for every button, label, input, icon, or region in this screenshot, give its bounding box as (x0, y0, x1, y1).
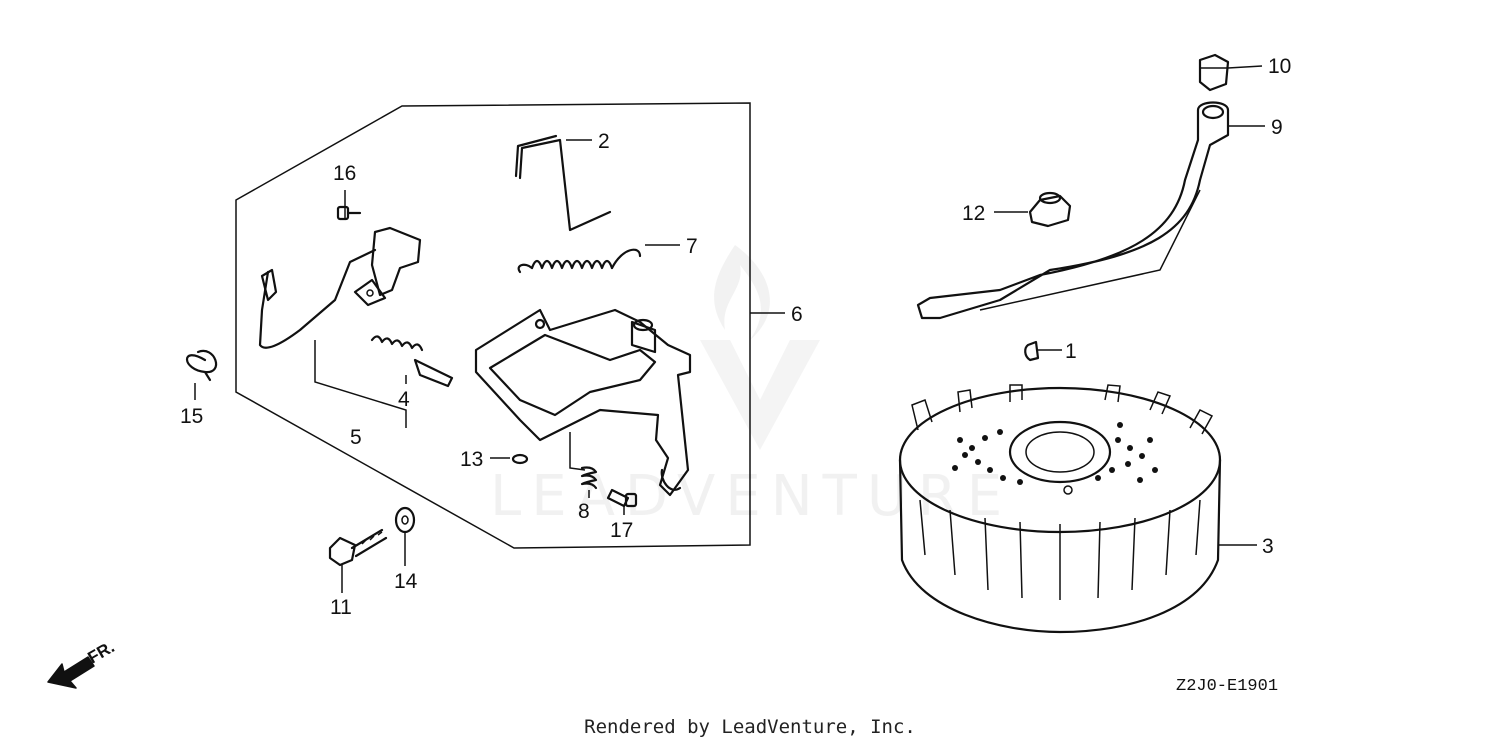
watermark-text: LEADVENTURE (490, 464, 1012, 529)
part-5-wire-assembly (258, 226, 422, 349)
leader-lines (194, 65, 1265, 593)
credit-line: Rendered by LeadVenture, Inc. (584, 716, 916, 738)
callout-11: 11 (330, 596, 352, 619)
part-4-spring-lever (370, 335, 454, 388)
part-1-key (1024, 340, 1040, 362)
part-6-governor-bracket (474, 308, 692, 497)
callout-3: 3 (1262, 535, 1274, 558)
part-14-washer (394, 506, 416, 534)
callout-5: 5 (350, 426, 362, 449)
part-13-washer (511, 453, 529, 465)
assembly-6-outline (235, 102, 751, 549)
front-direction-indicator: FR. (47, 637, 118, 689)
part-15-clip (186, 349, 218, 382)
callout-12: 12 (962, 202, 985, 225)
callout-1: 1 (1065, 340, 1077, 363)
callout-17: 17 (610, 519, 633, 542)
flywheel-vent-holes (952, 422, 1158, 485)
part-2-link-rod (514, 134, 612, 232)
callout-13: 13 (460, 448, 483, 471)
part-7-spring (517, 248, 642, 274)
callout-15: 15 (180, 405, 203, 428)
callout-16: 16 (333, 162, 356, 185)
part-8-spring (580, 466, 598, 490)
callout-8: 8 (578, 500, 590, 523)
callout-4: 4 (398, 388, 410, 411)
part-16-screw (336, 205, 362, 221)
callout-9: 9 (1271, 116, 1283, 139)
callout-6: 6 (791, 303, 803, 326)
callout-10: 10 (1268, 55, 1291, 78)
diagram-code: Z2J0-E1901 (1176, 677, 1278, 696)
part-11-bolt (328, 528, 388, 567)
part-9-stay-arm (916, 101, 1230, 320)
front-arrow-icon (47, 656, 95, 689)
part-10-collar-nut (1198, 53, 1230, 92)
watermark-logo: LEADVENTURE (490, 245, 1012, 529)
part-3-flywheel (898, 384, 1222, 634)
callout-7: 7 (686, 235, 698, 258)
callout-14: 14 (394, 570, 418, 593)
part-12-flange-nut (1028, 191, 1072, 228)
callout-2: 2 (598, 130, 610, 153)
